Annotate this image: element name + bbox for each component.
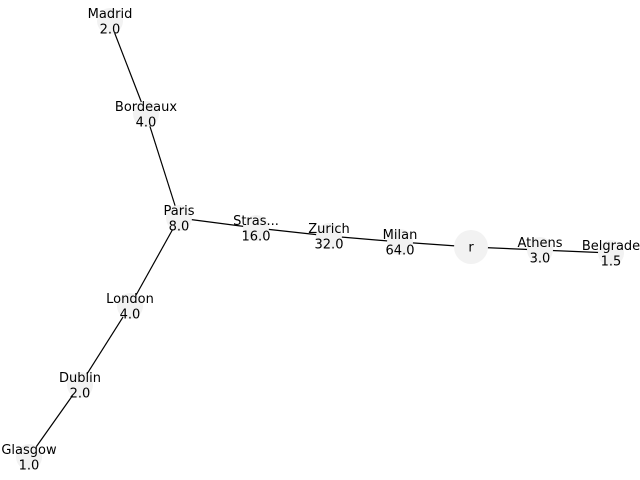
node-circle-athens — [527, 237, 553, 263]
node-label-glasgow: Glasgow — [1, 443, 57, 458]
node-label-stras: Stras... — [233, 214, 279, 229]
node-value-glasgow: 1.0 — [19, 459, 40, 474]
node-circle-madrid — [97, 8, 123, 34]
edge-bordeaux-madrid — [109, 20, 147, 115]
node-circle-r — [454, 230, 488, 264]
node-circle-zurich — [316, 223, 342, 249]
node-label-milan: Milan — [383, 228, 418, 243]
node-circle-stras — [243, 215, 269, 241]
edge-paris-bordeaux — [145, 113, 180, 219]
node-label-zurich: Zurich — [308, 222, 350, 237]
node-circle-london — [117, 293, 143, 319]
node-label-dublin: Dublin — [59, 371, 101, 386]
node-value-belgrade: 1.5 — [601, 255, 622, 270]
node-value-zurich: 32.0 — [315, 238, 344, 253]
node-label-belgrade: Belgrade — [582, 239, 640, 254]
node-value-london: 4.0 — [120, 308, 141, 323]
node-r: r — [454, 230, 488, 264]
node-circle-belgrade — [598, 240, 624, 266]
node-label-paris: Paris — [164, 204, 195, 219]
node-value-athens: 3.0 — [530, 252, 551, 267]
node-stras: Stras...16.0 — [233, 214, 279, 245]
node-circle-glasgow — [16, 444, 42, 470]
node-value-dublin: 2.0 — [70, 387, 91, 402]
node-circle-paris — [166, 205, 192, 231]
node-label-madrid: Madrid — [88, 7, 133, 22]
node-value-bordeaux: 4.0 — [136, 116, 157, 131]
node-value-paris: 8.0 — [169, 220, 190, 235]
node-value-madrid: 2.0 — [100, 23, 121, 38]
node-circle-milan — [387, 229, 413, 255]
node-circle-dublin — [67, 372, 93, 398]
edge-london-dublin — [79, 305, 131, 386]
node-value-stras: 16.0 — [242, 230, 271, 245]
node-label-london: London — [106, 292, 154, 307]
node-circle-bordeaux — [133, 101, 159, 127]
node-label-athens: Athens — [517, 236, 562, 251]
edge-dublin-glasgow — [28, 384, 81, 458]
node-label-r: r — [468, 241, 474, 256]
node-value-milan: 64.0 — [386, 244, 415, 259]
edge-paris-london — [129, 217, 180, 307]
node-label-bordeaux: Bordeaux — [115, 100, 177, 115]
